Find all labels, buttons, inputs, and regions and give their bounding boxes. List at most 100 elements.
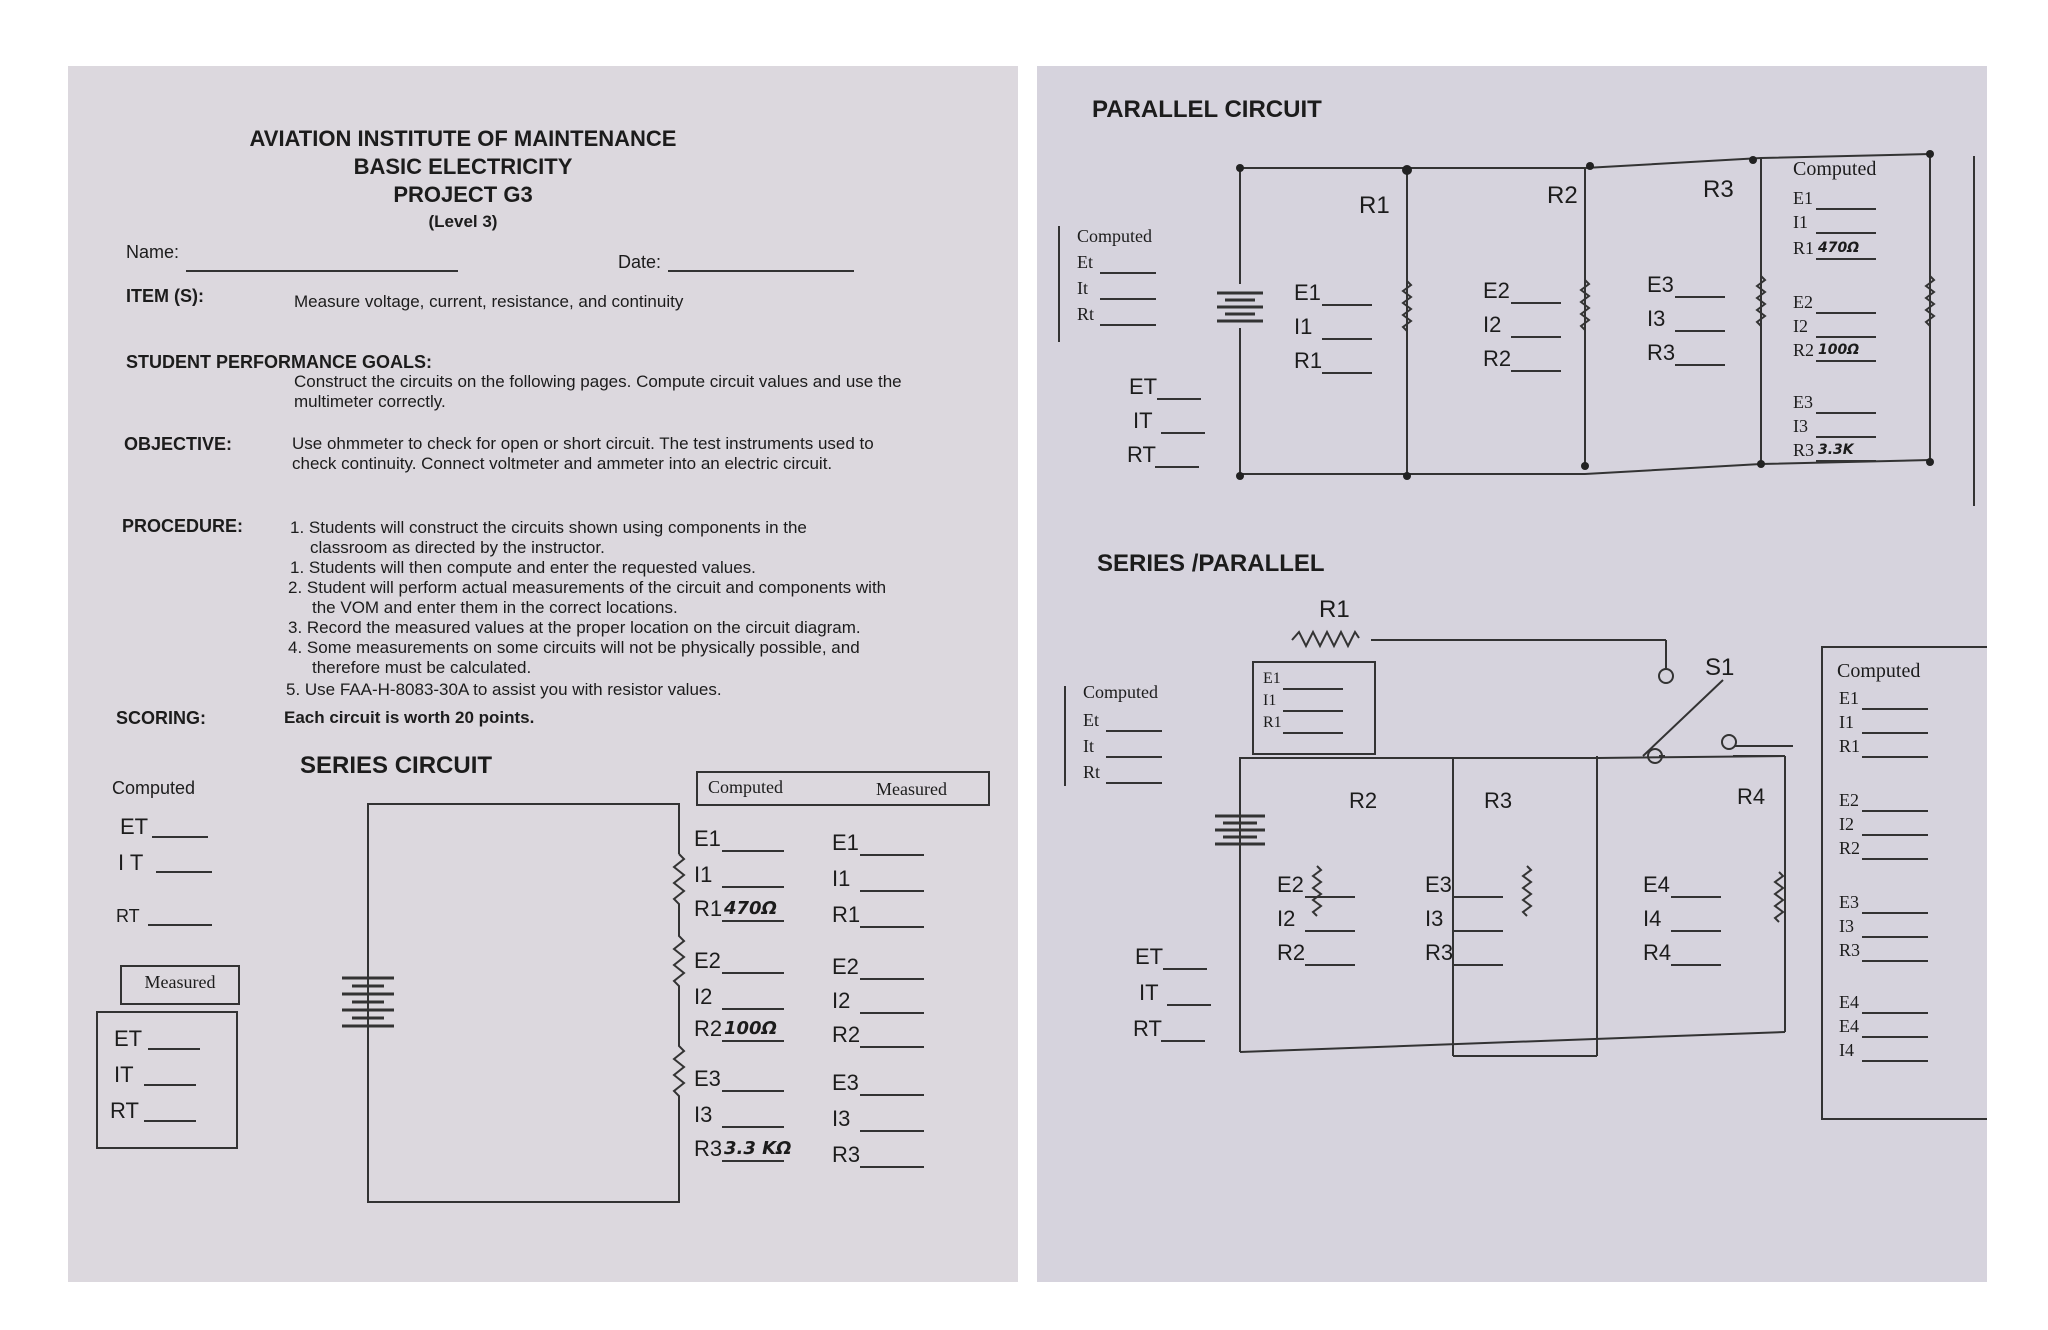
series-parallel-title: SERIES /PARALLEL [1097, 550, 1325, 577]
sp-right-computed-e4-10-field[interactable] [1862, 1036, 1928, 1038]
sp-right-computed-i1-1-field[interactable] [1862, 732, 1928, 734]
sp-right-computed-i2-4-field[interactable] [1862, 834, 1928, 836]
parallel-right-computed-i3-field[interactable] [1816, 436, 1876, 438]
sp-branch-4-i4-field[interactable] [1671, 930, 1721, 932]
series-measured-i1-field[interactable] [860, 890, 924, 892]
sp-left-computed-rt-field[interactable] [1106, 782, 1162, 784]
sp-total-rt-label: RT [1133, 1016, 1162, 1041]
sp-inner-e1-label: E1 [1263, 670, 1281, 687]
series-computed-i2-label: I2 [694, 984, 713, 1009]
parallel-branch-2-i2-field[interactable] [1511, 336, 1561, 338]
date-field[interactable] [668, 270, 854, 272]
sp-branch-3-i3-field[interactable] [1453, 930, 1503, 932]
sp-total-it-field[interactable] [1167, 1004, 1211, 1006]
parallel-branch-2-e2-field[interactable] [1511, 302, 1561, 304]
sp-branch-2-i2-field[interactable] [1305, 930, 1355, 932]
sp-right-computed-r2-5-field[interactable] [1862, 858, 1928, 860]
series-measured-i3-field[interactable] [860, 1130, 924, 1132]
series-computed-it-field[interactable] [156, 871, 212, 873]
parallel-total-et-field[interactable] [1157, 398, 1201, 400]
series-computed-i3-field[interactable] [722, 1126, 784, 1128]
series-measured-et-label: ET [114, 1026, 143, 1051]
parallel-total-it-field[interactable] [1161, 432, 1205, 434]
sp-total-rt-field[interactable] [1161, 1040, 1205, 1042]
series-computed-i1-field[interactable] [722, 886, 784, 888]
sp-right-computed-r3-8-field[interactable] [1862, 960, 1928, 962]
sp-branch-4-e4-field[interactable] [1671, 896, 1721, 898]
parallel-left-computed-it-field[interactable] [1100, 298, 1156, 300]
series-measured-rt-field[interactable] [144, 1120, 196, 1122]
series-computed-r2-field[interactable] [722, 1040, 784, 1042]
parallel-branch-3-r3-field[interactable] [1675, 364, 1725, 366]
series-computed-et-field[interactable] [152, 836, 208, 838]
sp-right-computed-e1-0-field[interactable] [1862, 708, 1928, 710]
series-measured-r2-field[interactable] [860, 1046, 924, 1048]
parallel-right-computed-i2-field[interactable] [1816, 336, 1876, 338]
procedure-line-5: the VOM and enter them in the correct lo… [312, 598, 678, 617]
sp-branch-2-e2-field[interactable] [1305, 896, 1355, 898]
parallel-left-computed-rt-field[interactable] [1100, 324, 1156, 326]
sp-left-computed-it-field[interactable] [1106, 756, 1162, 758]
series-measured-i2-field[interactable] [860, 1012, 924, 1014]
parallel-right-computed-i1-field[interactable] [1816, 232, 1876, 234]
series-measured-e3-field[interactable] [860, 1094, 924, 1096]
parallel-branch-1-e1-field[interactable] [1322, 304, 1372, 306]
sp-total-et-field[interactable] [1163, 968, 1207, 970]
series-measured-e1-field[interactable] [860, 854, 924, 856]
series-measured-r3-label: R3 [832, 1142, 861, 1167]
parallel-branch-3-i3-field[interactable] [1675, 330, 1725, 332]
parallel-right-computed-r2-field[interactable] [1816, 360, 1876, 362]
parallel-branch-2-r2-label: R2 [1483, 346, 1512, 371]
parallel-right-computed-e2-field[interactable] [1816, 312, 1876, 314]
series-measured-r1-field[interactable] [860, 926, 924, 928]
sp-left-computed-label: Computed [1083, 682, 1158, 702]
series-computed-e2-label: E2 [694, 948, 721, 973]
goals-line-1: Construct the circuits on the following … [294, 372, 902, 391]
parallel-right-computed-r1-field[interactable] [1816, 258, 1876, 260]
series-measured-it-field[interactable] [144, 1084, 196, 1086]
sp-right-computed-e3-6-field[interactable] [1862, 912, 1928, 914]
series-measured-et-field[interactable] [148, 1048, 200, 1050]
series-computed-e1-field[interactable] [722, 850, 784, 852]
parallel-branch-1-r1-field[interactable] [1322, 372, 1372, 374]
sp-right-computed-r1-2-field[interactable] [1862, 756, 1928, 758]
series-measured-r2-label: R2 [832, 1022, 861, 1047]
parallel-left-computed-et-field[interactable] [1100, 272, 1156, 274]
series-computed-e1-label: E1 [694, 826, 721, 851]
sp-branch-2-r2-field[interactable] [1305, 964, 1355, 966]
parallel-right-computed-e3-field[interactable] [1816, 412, 1876, 414]
sp-right-computed-e4-9-field[interactable] [1862, 1012, 1928, 1014]
series-computed-e3-field[interactable] [722, 1090, 784, 1092]
parallel-branch-3-e3-field[interactable] [1675, 296, 1725, 298]
series-measured-e2-field[interactable] [860, 978, 924, 980]
sp-inner-e1-field[interactable] [1283, 688, 1343, 690]
series-computed-rt-field[interactable] [148, 924, 212, 926]
sp-inner-i1-field[interactable] [1283, 710, 1343, 712]
sp-branch-4-r4-field[interactable] [1671, 964, 1721, 966]
name-field[interactable] [186, 270, 458, 272]
series-measured-it-label: IT [114, 1062, 134, 1087]
sp-right-computed-i3-7-field[interactable] [1862, 936, 1928, 938]
sp-branch-3-r3-field[interactable] [1453, 964, 1503, 966]
sp-left-computed-rt-label: Rt [1083, 762, 1101, 782]
goals-line-2: multimeter correctly. [294, 392, 446, 411]
series-computed-i2-field[interactable] [722, 1008, 784, 1010]
series-measured-box [96, 1011, 238, 1149]
series-computed-i1-label: I1 [694, 862, 713, 887]
item-label: ITEM (S): [126, 286, 204, 306]
sp-branch-3-e3-field[interactable] [1453, 896, 1503, 898]
sp-right-computed-e2-3-field[interactable] [1862, 810, 1928, 812]
parallel-branch-2-r2-field[interactable] [1511, 370, 1561, 372]
series-measured-r3-field[interactable] [860, 1166, 924, 1168]
sp-left-computed-et-field[interactable] [1106, 730, 1162, 732]
series-computed-r1-field[interactable] [722, 920, 784, 922]
parallel-right-computed-e2-label: E2 [1793, 292, 1813, 312]
sp-inner-r1-field[interactable] [1283, 732, 1343, 734]
parallel-branch-1-i1-field[interactable] [1322, 338, 1372, 340]
parallel-right-computed-e1-field[interactable] [1816, 208, 1876, 210]
sp-right-computed-i4-11-field[interactable] [1862, 1060, 1928, 1062]
series-computed-e2-field[interactable] [722, 972, 784, 974]
series-computed-r3-field[interactable] [722, 1160, 784, 1162]
parallel-total-rt-field[interactable] [1155, 466, 1199, 468]
parallel-right-computed-r3-field[interactable] [1816, 460, 1876, 462]
